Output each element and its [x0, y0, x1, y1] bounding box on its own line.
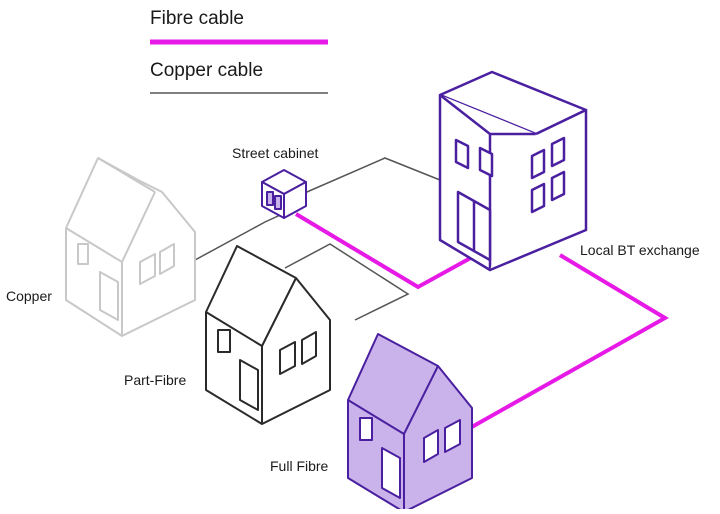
street-cabinet	[261, 169, 307, 219]
legend-fibre-label: Fibre cable	[150, 8, 244, 29]
part-fibre-label: Part-Fibre	[124, 372, 187, 388]
full-fibre-house	[347, 333, 473, 513]
street-cabinet-label: Street cabinet	[232, 145, 319, 161]
copper-house	[65, 157, 196, 337]
full-fibre-label: Full Fibre	[270, 458, 329, 474]
copper-label: Copper	[6, 288, 52, 304]
legend-copper-label: Copper cable	[150, 60, 264, 81]
fibre-cables	[294, 212, 669, 430]
local-exchange-label: Local BT exchange	[580, 242, 700, 258]
bt-exchange-building	[438, 70, 588, 272]
part-fibre-house	[205, 245, 331, 425]
